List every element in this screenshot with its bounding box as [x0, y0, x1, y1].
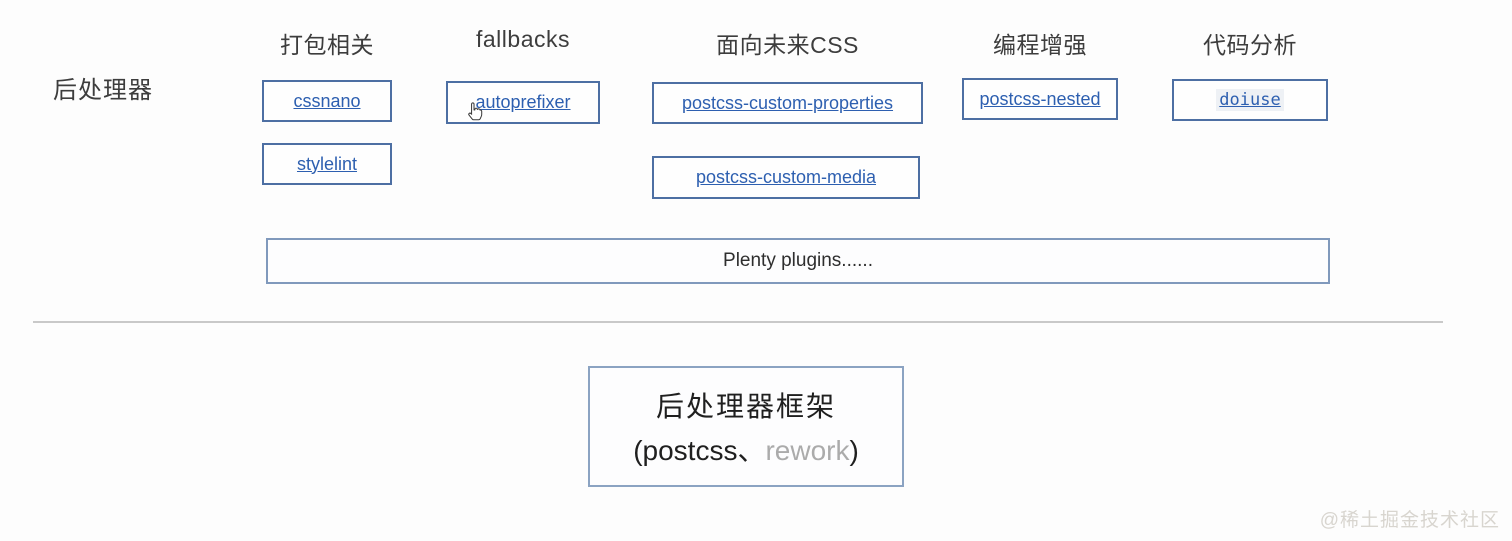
plenty-plugins-box: Plenty plugins...... [266, 238, 1330, 284]
plugin-box-cssnano: cssnano [262, 80, 392, 122]
framework-subtitle: (postcss、rework) [633, 429, 859, 469]
link-postcss-custom-properties[interactable]: postcss-custom-properties [681, 92, 894, 113]
framework-subtitle-suffix: ) [849, 434, 859, 466]
framework-box: 后处理器框架 (postcss、rework) [588, 366, 904, 487]
horizontal-divider [33, 321, 1443, 323]
heading-programming: 编程增强 [993, 32, 1087, 58]
plugin-box-stylelint: stylelint [262, 143, 392, 185]
framework-subtitle-prefix: (postcss、 [633, 434, 766, 466]
heading-fallbacks: fallbacks [476, 26, 570, 52]
plugin-box-postcss-nested: postcss-nested [962, 78, 1118, 120]
link-stylelint[interactable]: stylelint [296, 153, 358, 174]
heading-code-analysis: 代码分析 [1203, 32, 1297, 58]
plugin-box-doiuse: doiuse [1172, 79, 1328, 121]
link-postcss-custom-media[interactable]: postcss-custom-media [695, 167, 877, 187]
link-postcss-nested[interactable]: postcss-nested [979, 88, 1101, 109]
heading-future-css: 面向未来CSS [716, 32, 859, 58]
root-label: 后处理器 [53, 77, 153, 104]
plugin-box-postcss-custom-media: postcss-custom-media [652, 156, 920, 199]
plenty-plugins-label: Plenty plugins...... [723, 250, 873, 271]
framework-title: 后处理器框架 [655, 390, 836, 422]
link-cssnano[interactable]: cssnano [293, 90, 361, 111]
plugin-box-postcss-custom-properties: postcss-custom-properties [652, 82, 923, 124]
plugin-box-autoprefixer: autoprefixer [446, 81, 600, 124]
link-autoprefixer[interactable]: autoprefixer [475, 92, 571, 112]
heading-bundling: 打包相关 [280, 32, 374, 58]
link-doiuse[interactable]: doiuse [1216, 89, 1284, 111]
framework-subtitle-rework: rework [765, 434, 850, 466]
juejin-watermark: @稀土掘金技术社区 [1319, 510, 1500, 531]
